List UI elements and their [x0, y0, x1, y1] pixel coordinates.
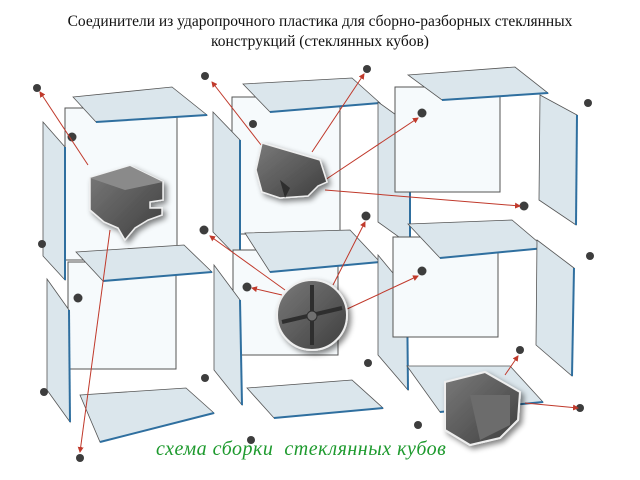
glass-side-panel: [42, 120, 66, 282]
diagram-caption: схема сборки стеклянных кубов: [156, 438, 447, 460]
cube-bottom-left: [46, 244, 215, 443]
t-connector-callout: [255, 142, 328, 199]
title-line-2: конструкций (стеклянных кубов): [211, 33, 429, 50]
glass-side-panel: [535, 239, 575, 377]
corner-connector-callout: [444, 370, 522, 447]
cross-connector-callout: [276, 279, 348, 351]
glass-side-panel: [46, 277, 71, 424]
glass-bottom-panel: [79, 387, 215, 443]
glass-side-panel: [538, 94, 578, 226]
edge-connector-callout: [89, 165, 164, 242]
back-frame: [394, 86, 501, 193]
small-connectors: [33, 65, 594, 462]
cube-top-left: [42, 86, 209, 282]
title-line-1: Соединители из ударопрочного пластика дл…: [67, 13, 573, 30]
cube-top-right: [394, 66, 578, 226]
assembly-arrows: [39, 73, 579, 453]
page-title: Соединители из ударопрочного пластика дл…: [0, 12, 640, 52]
glass-bottom-panel: [246, 379, 384, 419]
